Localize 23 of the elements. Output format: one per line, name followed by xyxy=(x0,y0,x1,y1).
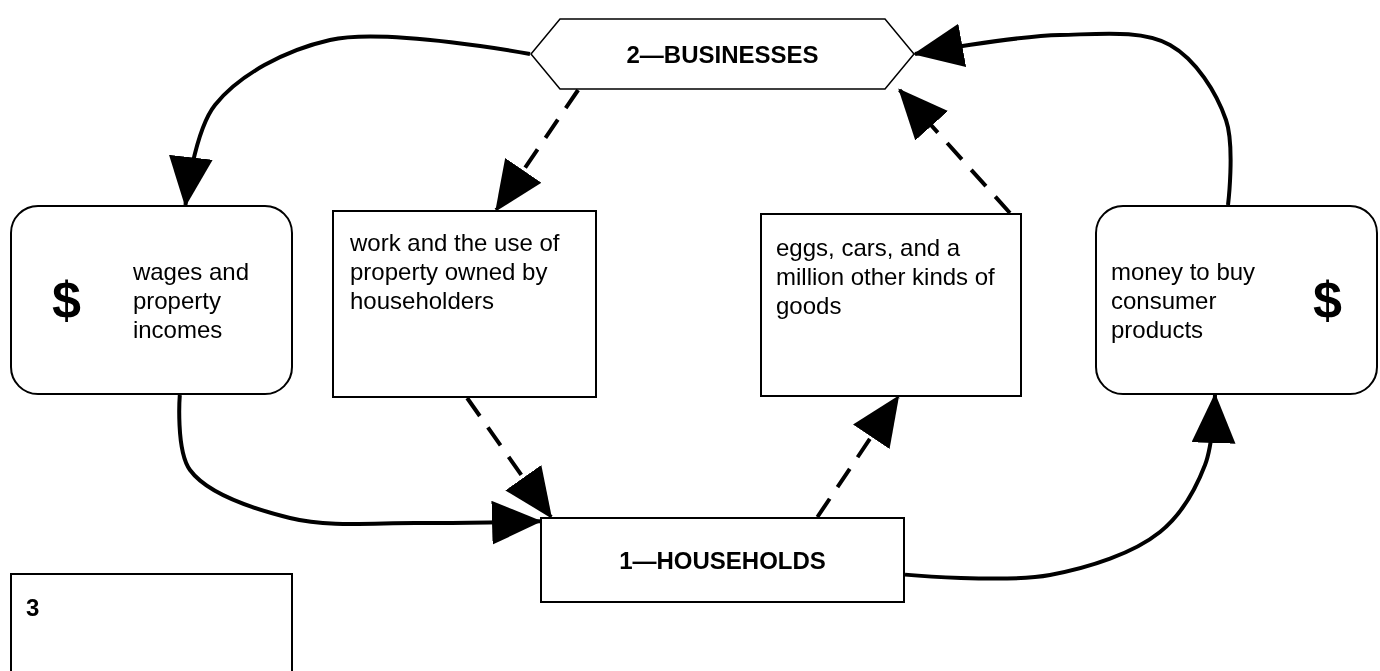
node-label: eggs, cars, and a million other kinds of goods xyxy=(776,233,996,320)
arrow xyxy=(169,34,531,207)
node-label: 3 xyxy=(26,593,40,622)
dashed-arrow xyxy=(465,396,553,519)
arrow xyxy=(913,23,1233,206)
process-box xyxy=(10,573,293,671)
process-box xyxy=(760,213,1022,397)
rounded-box xyxy=(1095,205,1378,395)
process-box xyxy=(540,517,905,603)
node-label: work and the use of property owned by householders xyxy=(350,228,561,315)
dollar-sign: $ xyxy=(1313,274,1342,326)
dashed-arrow xyxy=(815,395,900,519)
dashed-arrow xyxy=(494,88,580,212)
node-label: 2—BUSINESSES xyxy=(626,39,819,69)
process-box xyxy=(332,210,597,398)
dashed-arrow xyxy=(898,88,1012,215)
node-label: wages and property incomes xyxy=(132,256,250,344)
rounded-box xyxy=(10,205,293,395)
dollar-sign: $ xyxy=(52,274,81,326)
arrow xyxy=(177,394,542,545)
arrow xyxy=(904,393,1236,581)
node-label: money to buy consumer products xyxy=(1111,256,1257,344)
node-label: 1—HOUSEHOLDS xyxy=(619,545,826,575)
